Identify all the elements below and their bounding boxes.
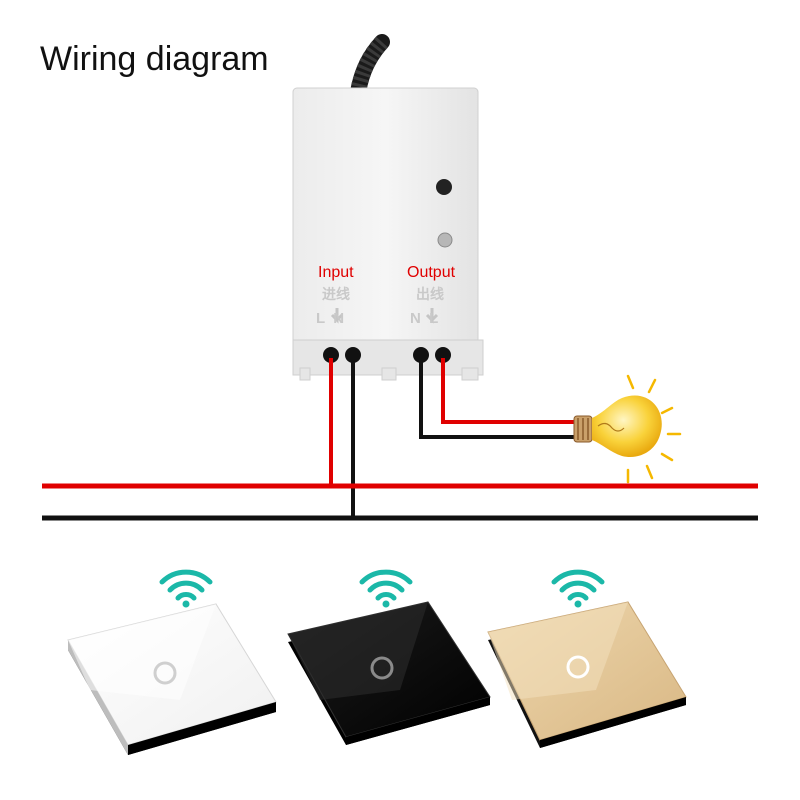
wifi-icon — [551, 569, 605, 608]
output-label: Output — [407, 264, 456, 281]
touch-button-icon[interactable] — [566, 655, 590, 679]
learn-button[interactable] — [436, 179, 452, 195]
output-neutral-wire — [419, 358, 576, 439]
switch-panel-white[interactable] — [67, 603, 277, 755]
touch-button-icon[interactable] — [153, 661, 177, 685]
input-cn-label: 进线 — [322, 286, 350, 302]
output-terminal-labels: N L — [410, 310, 439, 327]
input-arrow-icon — [330, 308, 344, 324]
input-label: Input — [318, 264, 354, 281]
switch-panel-gold[interactable] — [487, 601, 687, 748]
wifi-icon — [359, 569, 413, 608]
input-terminal-labels: L N — [316, 310, 345, 327]
relay-module — [292, 87, 484, 381]
output-cn-label: 出线 — [416, 286, 444, 302]
switch-panel-black[interactable] — [287, 601, 491, 745]
wires — [42, 358, 758, 521]
status-led — [437, 232, 453, 248]
wifi-icon — [159, 569, 213, 608]
terminal-output-l — [435, 347, 451, 363]
terminal-output-n — [413, 347, 429, 363]
output-arrow-icon — [425, 308, 439, 324]
diagram-title: Wiring diagram — [40, 40, 269, 78]
light-bulb-icon — [573, 374, 682, 484]
antenna-cable — [350, 34, 390, 100]
touch-button-icon[interactable] — [370, 656, 394, 680]
output-live-wire — [441, 358, 576, 424]
terminal-input-n — [345, 347, 361, 363]
terminal-input-l — [323, 347, 339, 363]
